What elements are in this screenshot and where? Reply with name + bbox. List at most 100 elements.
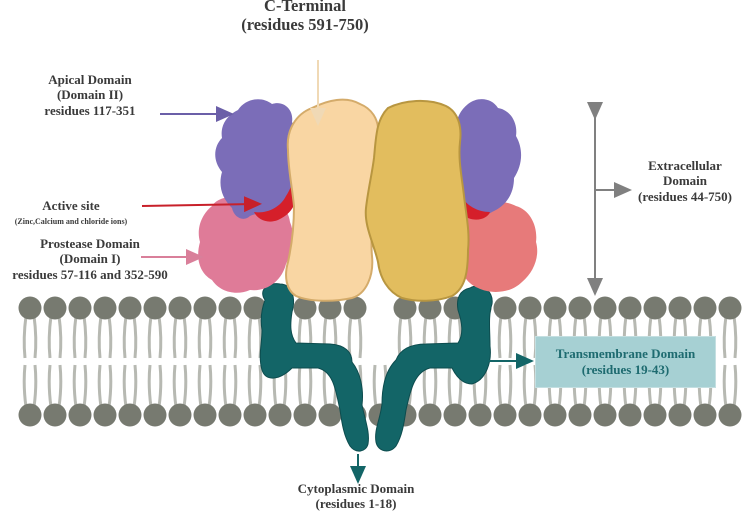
lipid-tail (122, 364, 128, 408)
lipid-head (18, 403, 42, 427)
c-terminal-label: C-Terminal (residues 591-750) (200, 0, 410, 35)
lipid-head (293, 403, 317, 427)
lipid-tail (497, 315, 503, 359)
lipid-tail (507, 315, 513, 359)
lipid-head (243, 403, 267, 427)
apical-residues: residues 117-351 (44, 102, 136, 118)
lipid-tail (732, 315, 738, 359)
lipid-tail (182, 364, 188, 408)
lipid-tail (157, 364, 163, 408)
lipid-head (343, 296, 367, 320)
lipid-head (393, 296, 417, 320)
lipid-head (568, 403, 592, 427)
apical-domain-shapes (215, 99, 522, 219)
lipid-head (43, 403, 67, 427)
lipid-head (118, 403, 142, 427)
lipid-tail (147, 315, 153, 359)
lipid-head (168, 296, 192, 320)
lipid-tail (522, 364, 528, 408)
lipid-tail (722, 364, 728, 408)
lipid-head (693, 296, 717, 320)
lipid-head (718, 403, 742, 427)
lipid-tail (82, 364, 88, 408)
lipid-head (643, 296, 667, 320)
apical-domain-label: Apical Domain (Domain II) residues 117-3… (30, 72, 150, 118)
lipid-tail (122, 315, 128, 359)
lipid-head (168, 403, 192, 427)
lipid-tail (197, 315, 203, 359)
lipid-tail (232, 364, 238, 408)
lipid-head (318, 296, 342, 320)
lipid-tail (32, 315, 38, 359)
lipid-head (293, 296, 317, 320)
lipid-tail (182, 315, 188, 359)
lipid-head (493, 296, 517, 320)
active-site-ions: (Zinc,Calcium and chloride ions) (14, 217, 128, 227)
transmembrane-domain-shape (259, 283, 493, 452)
lipid-head (593, 403, 617, 427)
lipid-tail (132, 364, 138, 408)
lipid-head (668, 403, 692, 427)
lipid-head (93, 296, 117, 320)
lipid-tail (522, 315, 528, 359)
c-terminal-title: C-Terminal (264, 0, 346, 15)
lipid-tail (57, 364, 63, 408)
lipid-head (268, 403, 292, 427)
lipid-head (418, 296, 442, 320)
cytoplasmic-residues: (residues 1-18) (315, 496, 397, 512)
lipid-head (718, 296, 742, 320)
lipid-head (218, 296, 242, 320)
lipid-tail (97, 364, 103, 408)
active-site-title: Active site (42, 198, 100, 213)
cytoplasmic-domain-label: Cytoplasmic Domain (residues 1-18) (285, 481, 427, 512)
lipid-tail (22, 364, 28, 408)
lipid-head (68, 403, 92, 427)
lipid-tail (57, 315, 63, 359)
lipid-tail (507, 364, 513, 408)
lipid-head (543, 403, 567, 427)
lipid-head (18, 296, 42, 320)
extracellular-residues: (residues 44-750) (637, 188, 732, 204)
transmembrane-title: Transmembrane Domain (555, 346, 696, 361)
lipid-tail (222, 364, 228, 408)
c-terminal-domain-shapes (285, 98, 470, 302)
transmembrane-residues: (residues 19-43) (581, 361, 670, 377)
extracellular-subtitle: Domain (662, 173, 708, 189)
lipid-tail (722, 315, 728, 359)
apical-subtitle: (Domain II) (56, 87, 124, 103)
extracellular-title: Extracellular (648, 158, 722, 173)
lipid-tail (232, 315, 238, 359)
lipid-head (518, 403, 542, 427)
protease-domain-label: Prostease Domain (Domain I) residues 57-… (0, 236, 180, 282)
lipid-head (243, 296, 267, 320)
lipid-head (193, 296, 217, 320)
lipid-head (143, 403, 167, 427)
lipid-tail (172, 364, 178, 408)
lipid-head (118, 296, 142, 320)
lipid-tail (132, 315, 138, 359)
c-terminal-residues: (residues 591-750) (241, 15, 369, 35)
lipid-head (68, 296, 92, 320)
lipid-tail (247, 315, 253, 359)
lipid-head (568, 296, 592, 320)
lipid-tail (97, 315, 103, 359)
lipid-tail (47, 315, 53, 359)
lipid-head (593, 296, 617, 320)
lipid-head (618, 296, 642, 320)
lipid-head (218, 403, 242, 427)
protease-title: Prostease Domain (40, 236, 140, 251)
lipid-head (493, 403, 517, 427)
lipid-head (43, 296, 67, 320)
active-site-arrow (141, 196, 262, 213)
transmembrane-domain-label: Transmembrane Domain (residues 19-43) (535, 336, 716, 388)
lipid-head (618, 403, 642, 427)
lipid-tail (207, 364, 213, 408)
lipid-tail (207, 315, 213, 359)
lipid-tail (297, 364, 303, 408)
lipid-head (418, 403, 442, 427)
lipid-tail (82, 315, 88, 359)
lipid-tail (432, 364, 438, 408)
protease-subtitle: (Domain I) (59, 251, 121, 267)
lipid-tail (107, 315, 113, 359)
